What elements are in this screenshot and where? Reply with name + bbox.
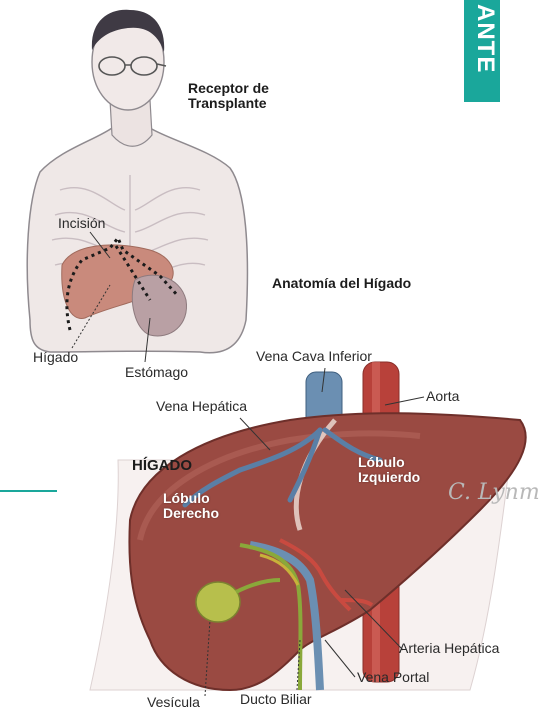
- label-vesicula: Vesícula: [147, 694, 200, 710]
- section-tab-text: ANTE: [471, 4, 499, 73]
- label-ducto-biliar: Ducto Biliar: [240, 691, 312, 707]
- artist-signature: C. Lynm: [448, 480, 540, 505]
- accent-divider: [0, 490, 57, 492]
- gallbladder: [196, 582, 240, 622]
- label-lobulo-izq-line1: Lóbulo: [358, 455, 405, 470]
- label-higado-title: HÍGADO: [132, 458, 192, 473]
- label-lobulo-der-line2: Derecho: [163, 506, 219, 521]
- label-vena-cava: Vena Cava Inferior: [256, 348, 372, 364]
- label-receptor-line1: Receptor de: [188, 81, 269, 96]
- label-lobulo-izq-line2: Izquierdo: [358, 470, 420, 485]
- patient-figure: [27, 10, 247, 362]
- label-higado-small: Hígado: [33, 349, 78, 365]
- label-vena-portal: Vena Portal: [357, 669, 429, 685]
- label-vena-hepatica: Vena Hepática: [156, 398, 247, 414]
- label-receptor-line2: Transplante: [188, 96, 267, 111]
- label-anatomia: Anatomía del Hígado: [272, 276, 411, 291]
- section-tab: ANTE: [464, 0, 500, 102]
- label-estomago: Estómago: [125, 364, 188, 380]
- label-incision: Incisión: [58, 215, 105, 231]
- label-aorta: Aorta: [426, 388, 459, 404]
- label-lobulo-der-line1: Lóbulo: [163, 491, 210, 506]
- label-arteria-hepatica: Arteria Hepática: [399, 640, 499, 656]
